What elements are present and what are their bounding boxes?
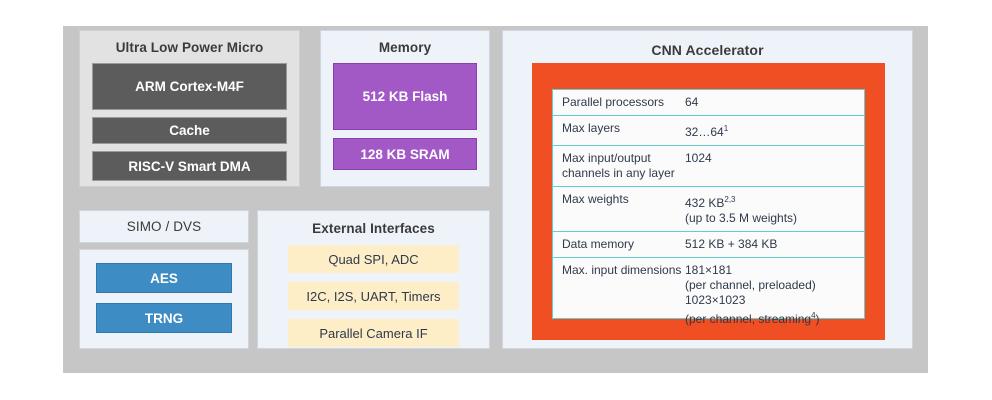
spec-value-line: 32…641 [685,124,729,139]
memory-panel-title: Memory [378,40,432,55]
spec-value-line: (per channel, streaming4) [685,311,820,326]
spec-value-line: 181×181 [685,263,733,277]
spec-row: Max weights 432 KB2,3(up to 3.5 M weights… [553,187,864,232]
spec-value-line: 512 KB + 384 KB [685,237,778,251]
spec-label: Max weights [562,192,629,206]
spec-value-line: 432 KB2,3 [685,195,736,210]
spec-value-line: 1023×1023 [685,293,746,307]
simo-dvs-label: SIMO / DVS [126,219,202,234]
spec-value: 1024 [685,151,864,181]
ulp-panel-title: Ultra Low Power Micro [115,40,264,55]
block-512kb-flash[interactable]: 512 KB Flash [333,63,477,130]
spec-row: Parallel processors 64 [553,90,864,116]
spec-value-line: 64 [685,95,699,109]
block-128kb-sram[interactable]: 128 KB SRAM [333,138,477,170]
external-interfaces-title: External Interfaces [312,221,435,236]
panel-memory: Memory 512 KB Flash 128 KB SRAM [320,30,490,187]
spec-label: Parallel processors [562,95,665,109]
footnote-marker: 4 [811,311,816,320]
spec-value: 432 KB2,3(up to 3.5 M weights) [685,192,864,226]
block-i2c-i2s-uart-timers[interactable]: I2C, I2S, UART, Timers [288,282,459,310]
cnn-accelerator-title: CNN Accelerator [651,42,764,58]
footnote-marker: 1 [723,124,729,133]
block-cache[interactable]: Cache [92,117,287,144]
spec-value: 64 [685,95,864,110]
block-risc-v-smart-dma[interactable]: RISC-V Smart DMA [92,151,287,181]
panel-ultra-low-power-micro: Ultra Low Power Micro ARM Cortex-M4F Cac… [79,30,300,187]
spec-value: 512 KB + 384 KB [685,237,864,252]
spec-value-line: (per channel, preloaded) [685,278,816,292]
spec-row: Max layers 32…641 [553,116,864,146]
footnote-marker: 2,3 [724,195,736,204]
spec-value-line: 1024 [685,151,712,165]
spec-label: Data memory [562,237,635,251]
spec-label: Max layers [562,121,621,135]
panel-simo-dvs[interactable]: SIMO / DVS [79,210,249,243]
spec-value-line: (up to 3.5 M weights) [685,211,798,225]
spec-value: 32…641 [685,121,864,140]
block-aes[interactable]: AES [96,263,232,293]
spec-label: Max. input dimensions [562,263,682,277]
block-quad-spi-adc[interactable]: Quad SPI, ADC [288,245,459,273]
spec-row: Data memory 512 KB + 384 KB [553,232,864,258]
block-arm-cortex-m4f[interactable]: ARM Cortex-M4F [92,63,287,110]
panel-security: AES TRNG [79,249,249,349]
panel-external-interfaces: External Interfaces Quad SPI, ADC I2C, I… [257,210,490,349]
block-parallel-camera-if[interactable]: Parallel Camera IF [288,319,459,347]
spec-value: 181×181(per channel, preloaded)1023×1023… [685,263,864,327]
spec-row: Max input/output channels in any layer 10… [553,146,864,187]
block-trng[interactable]: TRNG [96,303,232,333]
spec-label: Max input/output channels in any layer [562,151,675,180]
